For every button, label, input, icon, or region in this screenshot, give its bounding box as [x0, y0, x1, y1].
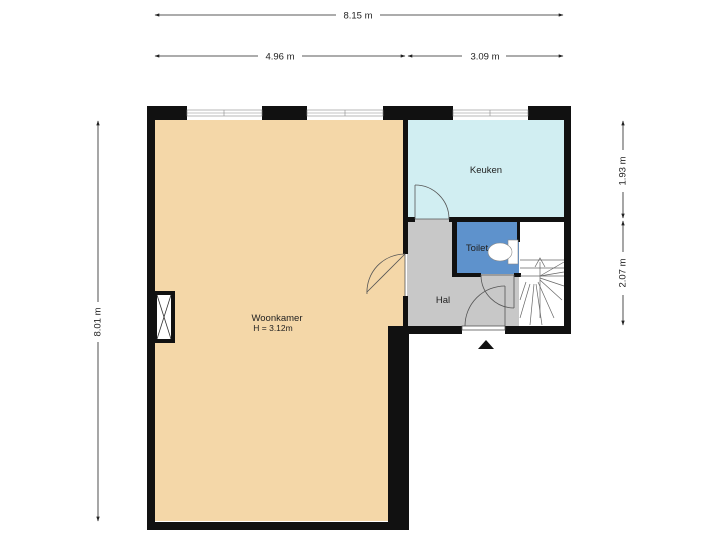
dimension-upper-right-height-label: 1.93 m [618, 156, 629, 185]
stairwell-fill [519, 222, 564, 326]
door-living [366, 253, 406, 296]
dimension-total-width-label: 8.15 m [343, 11, 372, 22]
dimension-left-width-label: 4.96 m [265, 52, 294, 63]
room-living-label: Woonkamer [251, 313, 302, 324]
walls [147, 106, 571, 530]
dimension-lower-right-height: 2.07 m [618, 220, 629, 326]
windows [186, 109, 529, 117]
dimension-left-width: 4.96 m [154, 52, 406, 63]
dimension-upper-right-height: 1.93 m [618, 120, 629, 219]
dimension-right-width: 3.09 m [407, 52, 564, 63]
room-kitchen-fill [407, 120, 564, 219]
room-living-height: H = 3.12m [253, 323, 292, 333]
room-living-fill [155, 120, 405, 521]
dimension-lower-right-height-label: 2.07 m [618, 258, 629, 287]
door-kitchen [414, 184, 450, 220]
door-entrance [461, 285, 506, 331]
dimension-total-height: 8.01 m [93, 120, 104, 522]
stairs-icon [519, 257, 565, 326]
dimension-total-height-label: 8.01 m [93, 307, 104, 336]
dimension-total-width: 8.15 m [154, 11, 564, 22]
toilet-bowl-icon [487, 239, 519, 265]
fireplace-icon [153, 291, 175, 343]
room-hall-label: Hal [436, 295, 450, 306]
door-toilet [480, 274, 515, 309]
entrance-arrow-icon [478, 340, 494, 349]
room-toilet-label: Toilet [466, 243, 489, 254]
dimension-right-width-label: 3.09 m [470, 52, 499, 63]
room-kitchen-label: Keuken [470, 165, 502, 176]
